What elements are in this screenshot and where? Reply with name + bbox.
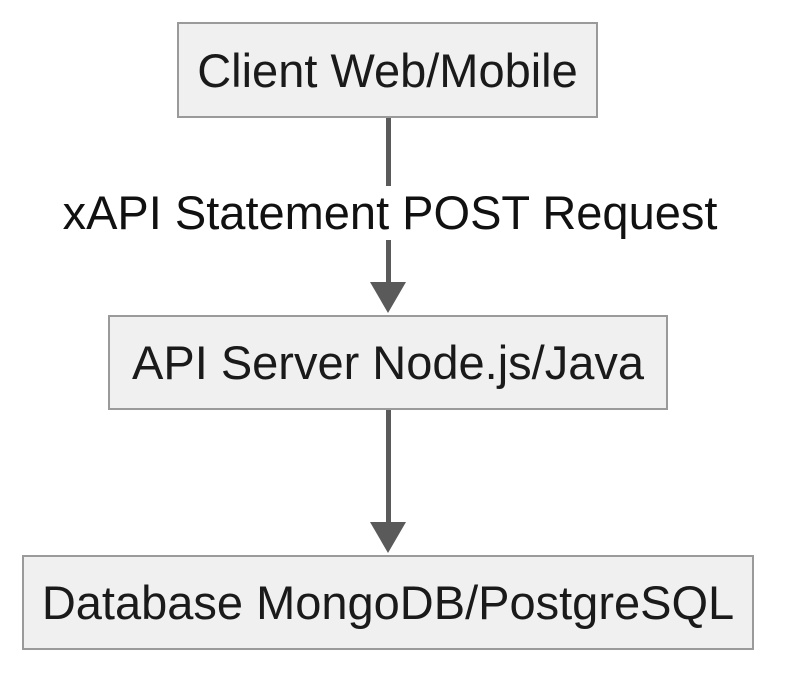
edge-client-to-api-label: xAPI Statement POST Request [62, 186, 718, 240]
node-api-server-label: API Server Node.js/Java [132, 336, 644, 389]
arrowhead-down-icon [370, 522, 406, 553]
node-database-label: Database MongoDB/PostgreSQL [41, 576, 735, 629]
node-client-label: Client Web/Mobile [197, 43, 578, 97]
node-database: Database MongoDB/PostgreSQL [22, 555, 754, 650]
node-api-server: API Server Node.js/Java [108, 315, 668, 410]
edge-api-to-db-line [385, 410, 391, 524]
node-client-web-mobile: Client Web/Mobile [177, 22, 598, 118]
arrowhead-down-icon [370, 282, 406, 313]
